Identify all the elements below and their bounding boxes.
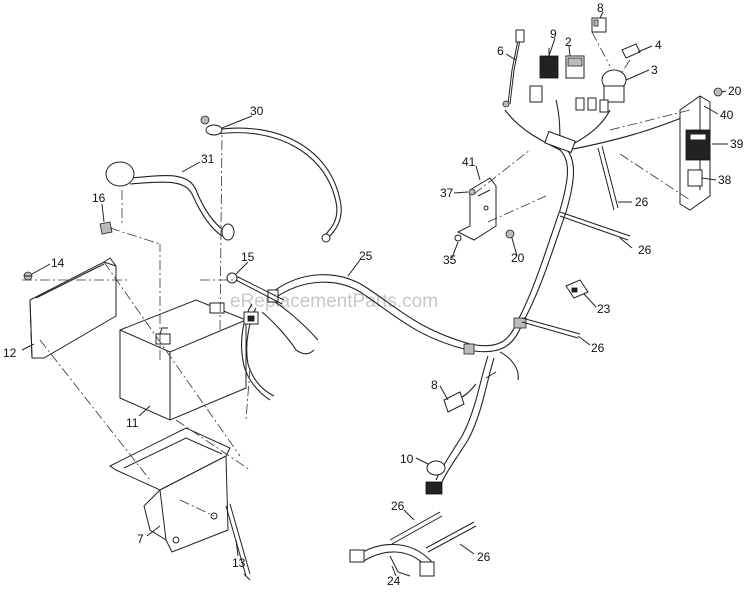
screw-14-part [23,271,33,281]
relay-39-part [685,129,711,161]
callout-20-lower: 20 [511,251,525,265]
battery-part [119,299,247,421]
harness-24-part [349,543,435,577]
callout-20-upper: 20 [728,84,742,98]
callout-23: 23 [597,302,611,316]
callout-38: 38 [718,173,732,187]
callout-37: 37 [440,186,454,200]
key-4-part [621,43,641,59]
main-wiring-harness-part [241,99,701,483]
callout-11: 11 [126,416,139,430]
bolt-16-part [99,221,113,235]
callout-12: 12 [3,346,17,360]
callout-26-a: 26 [635,195,649,209]
callout-26-c: 26 [591,341,605,355]
callout-25: 25 [359,249,373,263]
callout-14: 14 [51,256,65,270]
callout-39: 39 [730,137,744,151]
switch-2-part [565,55,597,111]
switch-9-part [529,48,559,103]
watermark-text: eReplacementParts.com [230,291,438,312]
grommet-10-part [425,460,446,495]
connector-23-part [565,279,589,299]
callout-2: 2 [565,35,572,49]
plug-8-upper-part [591,17,607,33]
wire-6-part [502,29,525,108]
callout-40: 40 [720,108,734,122]
callout-6: 6 [497,44,504,58]
callout-30: 30 [250,104,264,118]
bracket-41-part [456,177,497,241]
callout-labels: 8 9 2 4 6 3 20 40 39 38 30 31 16 41 37 2… [3,1,744,588]
cable-tie-part [389,145,631,553]
callout-26-d: 26 [391,499,405,513]
screw-20-lower-part [505,229,515,239]
battery-cover-part [29,257,117,359]
callout-31: 31 [201,152,215,166]
callout-26-e: 26 [477,550,491,564]
callout-24: 24 [387,574,401,588]
battery-cable-30-part [205,124,342,243]
callout-8-lower: 8 [431,378,438,392]
ignition-switch-3-part [599,69,627,113]
callout-41: 41 [462,155,476,169]
bolt-37-part [468,188,476,196]
leader-lines [21,11,728,577]
nut-35-part [454,234,462,242]
callout-16: 16 [92,191,106,205]
callout-13: 13 [232,556,246,570]
battery-cable-31-part [105,161,235,241]
plug-8-lower-part [443,371,497,413]
ring-terminal-part [200,115,210,125]
callout-26-b: 26 [638,243,652,257]
relay-38-part [687,169,703,187]
harness-connector-part [243,130,576,355]
callout-3: 3 [651,63,658,77]
callout-9: 9 [550,27,557,41]
switch-15-part [226,272,285,305]
callout-10: 10 [400,452,414,466]
callout-35: 35 [443,253,457,267]
callout-8-upper: 8 [597,1,604,15]
callout-15: 15 [241,250,255,264]
callout-4: 4 [655,38,662,52]
battery-tray-part [109,427,231,553]
alignment-lines [22,31,691,517]
screw-20-upper-part [713,87,723,97]
callout-7: 7 [137,532,144,546]
